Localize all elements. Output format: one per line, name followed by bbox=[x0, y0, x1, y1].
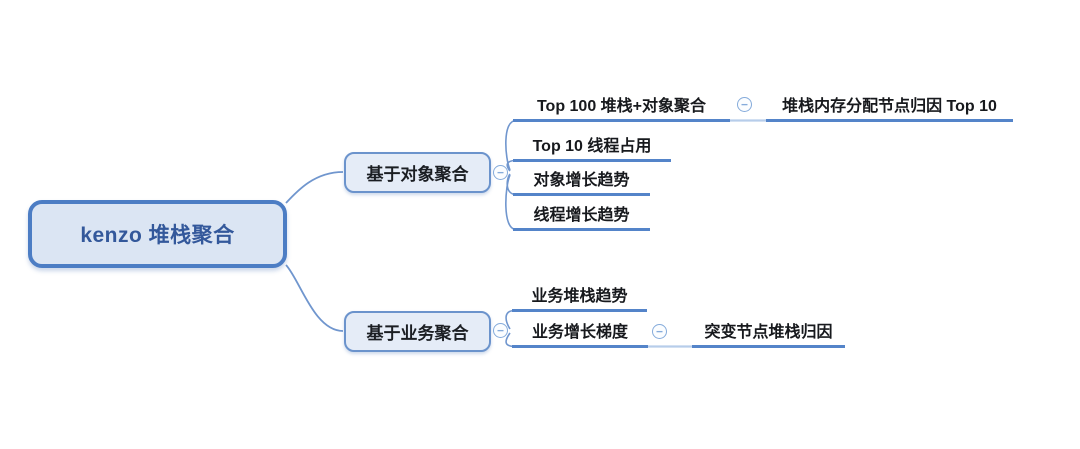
node-branch-object-label: 基于对象聚合 bbox=[366, 165, 469, 184]
node-root[interactable]: kenzo 堆栈聚合 bbox=[28, 200, 287, 268]
leaf-label: 对象增长趋势 bbox=[533, 172, 630, 189]
collapse-button-object-branch[interactable]: − bbox=[493, 165, 508, 180]
node-branch-business-label: 基于业务聚合 bbox=[366, 324, 469, 343]
collapse-minus-icon: − bbox=[496, 165, 504, 179]
collapse-minus-icon: − bbox=[655, 324, 663, 338]
leaf-label: 业务堆栈趋势 bbox=[531, 288, 628, 305]
collapse-button-business-branch[interactable]: − bbox=[493, 323, 508, 338]
curve-root-to-business-branch bbox=[285, 264, 344, 332]
leaf-mutation-node-attribution[interactable]: 突变节点堆栈归因 bbox=[692, 320, 845, 348]
curve-object-child-1 bbox=[505, 119, 517, 171]
leaf-thread-growth-trend[interactable]: 线程增长趋势 bbox=[513, 203, 650, 231]
leaf-top10-thread-usage[interactable]: Top 10 线程占用 bbox=[513, 134, 671, 162]
leaf-label: Top 100 堆栈+对象聚合 bbox=[536, 98, 707, 115]
leaf-business-growth-gradient[interactable]: 业务增长梯度 bbox=[512, 320, 648, 348]
node-branch-object[interactable]: 基于对象聚合 bbox=[344, 152, 491, 193]
leaf-stack-memory-attribution[interactable]: 堆栈内存分配节点归因 Top 10 bbox=[766, 94, 1013, 122]
leaf-label: Top 10 线程占用 bbox=[532, 138, 652, 155]
leaf-object-growth-trend[interactable]: 对象增长趋势 bbox=[513, 168, 650, 196]
collapse-button-top100-topic[interactable]: − bbox=[737, 97, 752, 112]
leaf-label: 线程增长趋势 bbox=[533, 207, 630, 224]
leaf-label: 业务增长梯度 bbox=[531, 324, 628, 341]
leaf-label: 突变节点堆栈归因 bbox=[704, 324, 833, 341]
leaf-top100-stack-object[interactable]: Top 100 堆栈+对象聚合 bbox=[513, 94, 730, 122]
curve-object-child-4 bbox=[505, 174, 517, 231]
curve-root-to-object-branch bbox=[285, 171, 344, 204]
node-root-label: kenzo 堆栈聚合 bbox=[80, 224, 235, 247]
node-branch-business[interactable]: 基于业务聚合 bbox=[344, 311, 491, 352]
leaf-business-stack-trend[interactable]: 业务堆栈趋势 bbox=[512, 284, 647, 312]
leaf-label: 堆栈内存分配节点归因 Top 10 bbox=[782, 98, 997, 115]
collapse-minus-icon: − bbox=[740, 97, 748, 111]
collapse-minus-icon: − bbox=[496, 323, 504, 337]
collapse-button-gradient-topic[interactable]: − bbox=[652, 324, 667, 339]
